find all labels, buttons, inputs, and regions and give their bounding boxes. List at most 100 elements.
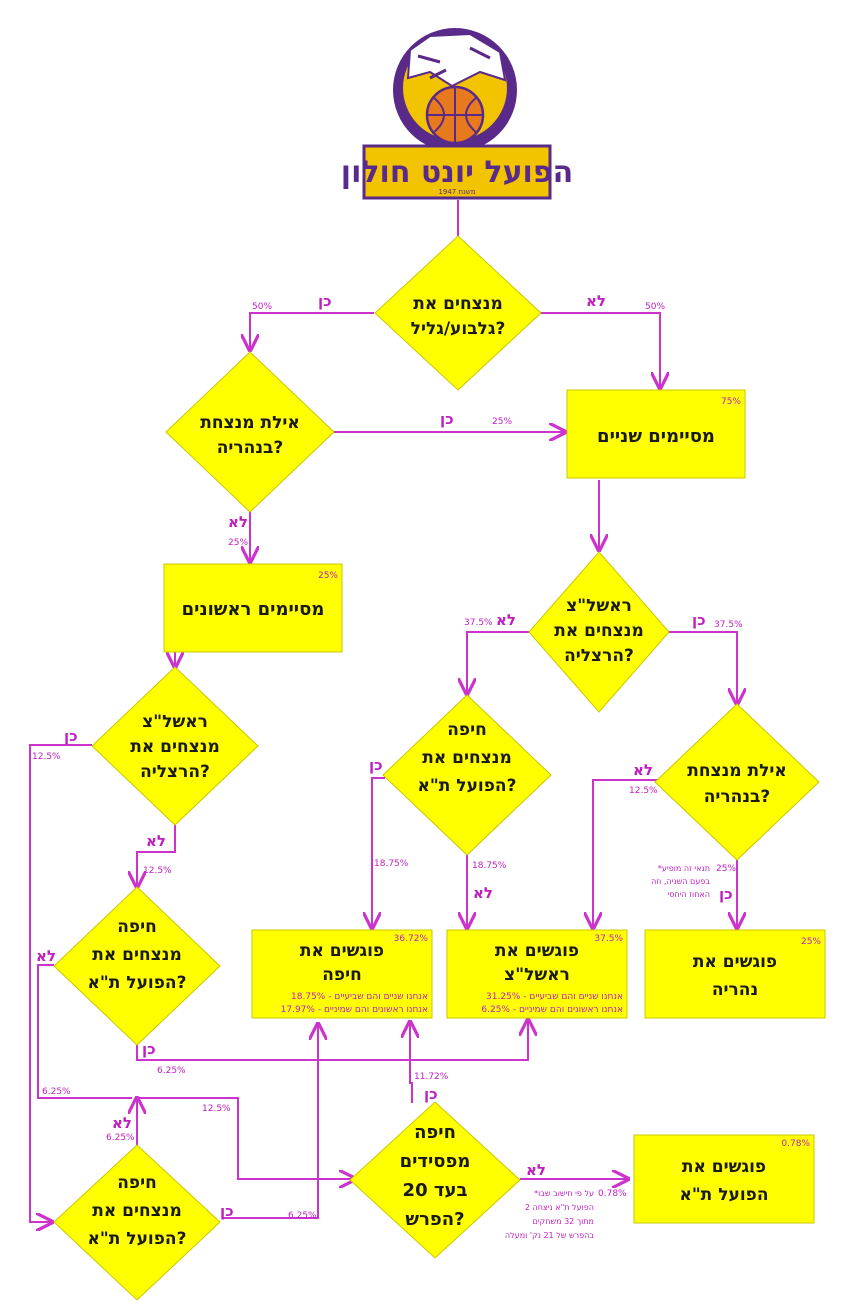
decision-9-line-1: חיפה bbox=[414, 1122, 456, 1143]
decision-5: חיפה מנצחים את הפועל ת"א? bbox=[382, 694, 552, 856]
arrow-d7-no bbox=[37, 964, 132, 1099]
outcome-finish-first-pct: 25% bbox=[318, 571, 338, 581]
no-label-d1: לא bbox=[586, 292, 606, 310]
decision-5-line-1: חיפה bbox=[447, 720, 487, 740]
footnote-nahariya: *תנאי זה מופיע בפעם השניה, וזה האחוז היח… bbox=[651, 864, 710, 899]
yes-label-d4: כן bbox=[692, 611, 706, 629]
no-label-d3: לא bbox=[146, 832, 166, 850]
no-label-d7: לא bbox=[36, 947, 56, 965]
outcome-finish-first-label: מסיימים ראשונים bbox=[182, 599, 325, 620]
decision-4-line-1: ראשל"צ bbox=[566, 596, 632, 616]
footnote-nahariya-line-3: האחוז היחסי bbox=[667, 890, 710, 899]
arrow-d4-yes bbox=[668, 631, 737, 704]
team-logo: הפועל יונט חולון משנת 1947 bbox=[341, 28, 573, 200]
pct-d5-no: 18.75% bbox=[472, 861, 507, 871]
decision-4-line-3: הרצליה? bbox=[564, 646, 634, 666]
no-label-d6: לא bbox=[633, 761, 653, 779]
pct-d3-yes: 12.5% bbox=[32, 752, 61, 762]
no-label-d9: לא bbox=[526, 1161, 546, 1179]
outcome-meet-haifa-sub-2: 17.97% - אנחנו ראשונים והם שמיניים bbox=[281, 1005, 428, 1015]
pct-d3-no: 12.5% bbox=[143, 866, 172, 876]
arrow-d1-yes bbox=[250, 312, 374, 350]
pct-d1-yes: 50% bbox=[252, 302, 272, 312]
outcome-meet-haifa-line-2: חיפה bbox=[322, 965, 362, 985]
outcome-finish-second-label: מסיימים שניים bbox=[597, 426, 715, 447]
decision-1-line-1: מנצחים את bbox=[413, 294, 503, 314]
pct-to-d9: 12.5% bbox=[202, 1104, 231, 1114]
outcome-meet-hapoel-ta-line-1: פוגשים את bbox=[682, 1157, 766, 1177]
outcome-meet-haifa-line-1: פוגשים את bbox=[300, 941, 384, 961]
decision-5-line-3: הפועל ת"א? bbox=[418, 776, 517, 796]
no-label-d8: לא bbox=[112, 1114, 132, 1132]
outcome-meet-nahariya-line-2: נהריה bbox=[712, 980, 758, 1000]
decision-9-line-2: מפסידים bbox=[400, 1151, 471, 1172]
basketball-seams-icon bbox=[427, 87, 483, 143]
decision-7-line-3: הפועל ת"א? bbox=[88, 973, 187, 993]
pct-d1-no: 50% bbox=[645, 302, 665, 312]
arrow-d3-no bbox=[137, 825, 176, 887]
branch-percents: 50% 50% 25% 25% 37.5% 37.5% 12.5% 12.5% … bbox=[32, 302, 743, 1221]
outcome-meet-hapoel-ta-pct: 0.78% bbox=[781, 1139, 810, 1149]
pct-d8-yes: 6.25% bbox=[288, 1211, 317, 1221]
yes-label-d7: כן bbox=[142, 1040, 156, 1058]
decision-7-line-1: חיפה bbox=[117, 917, 157, 937]
outcome-finish-second-pct: 75% bbox=[721, 397, 741, 407]
yes-label-d8: כן bbox=[220, 1202, 234, 1220]
arrow-to-d9 bbox=[137, 1097, 355, 1179]
logo-founded: משנת 1947 bbox=[438, 188, 475, 196]
outcome-meet-rishon-sub-1: 31.25% - אנחנו שניים והם שביעיים bbox=[486, 992, 623, 1002]
footnote-hapoel-line-4: בהפרש של 21 נק' ומעלה bbox=[505, 1231, 594, 1240]
pct-d5-yes: 18.75% bbox=[374, 859, 409, 869]
arrow-d4-no bbox=[467, 631, 530, 694]
footnote-hapoel-line-3: מתוך 32 משחקים bbox=[532, 1217, 594, 1226]
branch-labels: כן לא כן לא לא כן כן כן לא לא לא כן לא כ… bbox=[36, 292, 733, 1220]
decision-2-line-1: אילת מנצחת bbox=[200, 413, 300, 433]
yes-label-d2: כן bbox=[440, 410, 454, 428]
outcome-meet-hapoel-ta-line-2: הפועל ת"א bbox=[679, 1185, 768, 1205]
yes-label-d1: כן bbox=[318, 292, 332, 310]
pct-d7-yes: 6.25% bbox=[157, 1066, 186, 1076]
pct-d9-no: 0.78% bbox=[598, 1189, 627, 1199]
pct-d4-no: 37.5% bbox=[464, 618, 493, 628]
outcome-finish-first: 25% מסיימים ראשונים bbox=[163, 563, 343, 653]
outcome-meet-rishon-line-1: פוגשים את bbox=[495, 941, 579, 961]
decision-3-line-3: הרצליה? bbox=[140, 762, 210, 782]
decision-5-line-2: מנצחים את bbox=[422, 748, 512, 768]
outcome-meet-haifa-pct: 36.72% bbox=[394, 934, 429, 944]
arrow-d3-yes bbox=[29, 744, 92, 1222]
pct-d6-yes: 25% bbox=[716, 864, 736, 874]
yes-label-d9: כן bbox=[424, 1085, 438, 1103]
pct-d9-yes: 11.72% bbox=[414, 1072, 449, 1082]
outcome-meet-hapoel-ta: 0.78% פוגשים את הפועל ת"א bbox=[633, 1134, 815, 1224]
arrow-d8-yes bbox=[222, 1024, 318, 1219]
arrow-d6-no bbox=[593, 779, 658, 928]
footnote-nahariya-line-2: בפעם השניה, וזה bbox=[651, 877, 710, 886]
footnote-hapoel-line-2: הפועל ת"א ניצחה 2 bbox=[525, 1203, 594, 1212]
pct-d8-no: 6.25% bbox=[106, 1133, 135, 1143]
no-label-d2: לא bbox=[228, 513, 248, 531]
decision-8-line-3: הפועל ת"א? bbox=[88, 1229, 187, 1249]
arrow-d5-yes bbox=[372, 777, 385, 928]
pct-d6-no: 12.5% bbox=[629, 786, 658, 796]
decision-3-line-1: ראשל"צ bbox=[142, 712, 208, 732]
pct-d4-yes: 37.5% bbox=[714, 620, 743, 630]
outcome-meet-rishon-line-2: ראשל"צ bbox=[504, 965, 570, 985]
outcome-meet-rishon-sub-2: 6.25% - אנחנו ראשונים והם שמיניים bbox=[481, 1005, 623, 1015]
